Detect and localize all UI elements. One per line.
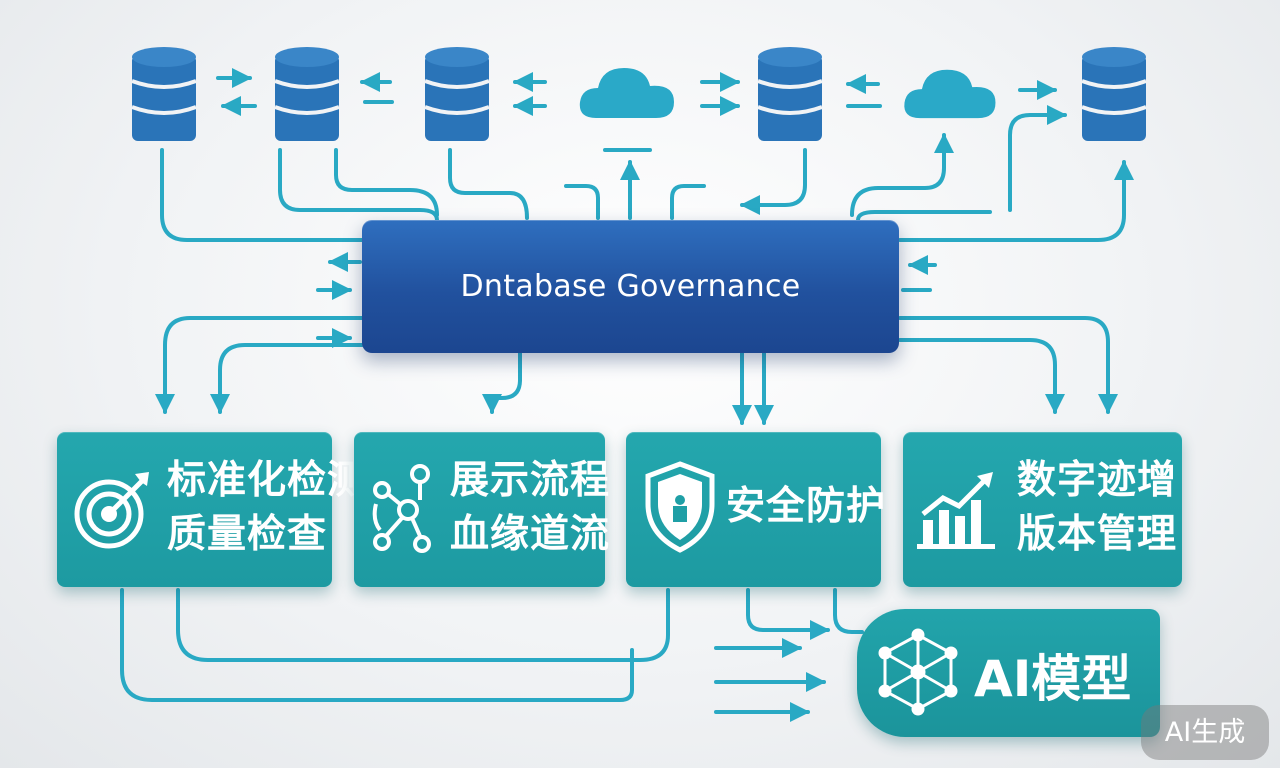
card-line: 数字迹增 <box>1017 458 1178 503</box>
database-icon <box>423 45 491 145</box>
connector-card1-ai-a <box>120 588 634 702</box>
card-line: 展示流程 <box>450 458 611 503</box>
card-line: 质量检查 <box>167 512 328 557</box>
connector-hub-db5-b <box>898 160 1134 242</box>
connector-card3-ai <box>746 588 830 640</box>
card-version: 数字迹增 版本管理 <box>903 432 1182 587</box>
card-security: 安全防护 <box>626 432 885 587</box>
card-line: 标准化检测 <box>167 458 368 503</box>
ai-model-title: AI模型 <box>974 650 1132 708</box>
database-icon <box>756 45 824 145</box>
connector-db1-hub <box>160 148 364 242</box>
card-line: 安全防护 <box>726 484 887 529</box>
connector-hub-db5 <box>1008 105 1067 212</box>
connector-hub-db5-c <box>856 210 992 222</box>
database-governance-hub: Dntabase Governance <box>362 220 899 353</box>
cloud-icon <box>576 60 678 122</box>
card-lineage: 展示流程 血缘道流 <box>354 432 609 587</box>
connector-hub-card1 <box>155 316 364 414</box>
cloud-icon <box>900 62 1000 122</box>
connector-hub-card4-b <box>898 316 1118 414</box>
card-line: 血缘道流 <box>450 512 611 557</box>
card-line: 版本管理 <box>1017 512 1178 557</box>
database-icon <box>1080 45 1148 145</box>
connector-db3-hub <box>448 148 529 220</box>
card-standard-check: 标准化检测 质量检查 <box>57 432 366 587</box>
ai-model-node: AI模型 <box>857 609 1160 737</box>
target-icon <box>71 468 155 557</box>
connector-card3-ai-b <box>833 588 864 634</box>
connector-db2-hub-a <box>278 148 439 222</box>
database-icon <box>273 45 341 145</box>
connector-hub-card1-b <box>210 343 364 414</box>
connector-hub-cloud2 <box>850 133 954 217</box>
connector-hub-card2 <box>482 351 522 414</box>
shield-lock-icon <box>644 460 716 559</box>
connector-db2-hub-b <box>334 148 439 217</box>
database-icon <box>130 45 198 145</box>
connector-card1-ai-b <box>176 588 670 662</box>
network-nodes-icon <box>368 460 436 565</box>
connector-hub-card4-a <box>898 338 1065 414</box>
connector-hub-up1 <box>564 184 600 220</box>
connector-hub-up2 <box>670 184 706 220</box>
connector-db4-hub <box>740 148 807 215</box>
ai-generated-watermark: AI生成 <box>1141 705 1269 760</box>
bar-chart-growth-icon <box>917 468 999 555</box>
neural-network-icon <box>873 627 963 722</box>
hub-title: Dntabase Governance <box>460 269 801 304</box>
